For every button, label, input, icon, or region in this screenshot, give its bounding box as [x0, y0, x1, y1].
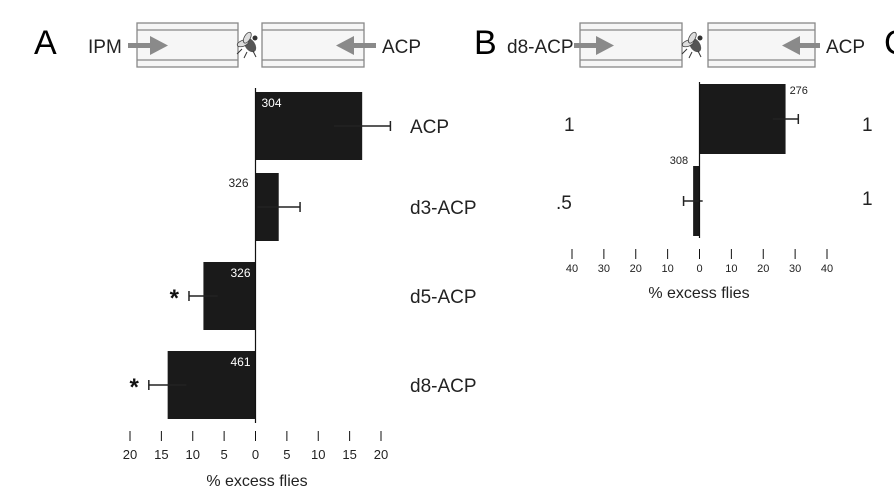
- panel-b-x-tick-label: 10: [662, 263, 674, 275]
- panel-a-x-tick-label: 5: [221, 447, 228, 462]
- panel-b-x-tick-label: 40: [566, 263, 578, 275]
- panel-a-error-bar-1: [333, 121, 392, 131]
- fly-icon: [681, 31, 703, 59]
- panel-b-x-tick-label: 40: [821, 263, 833, 275]
- panel-a-x-tick-label: 15: [342, 447, 356, 462]
- panel-a-x-axis-title: % excess flies: [206, 473, 307, 490]
- panel-b-n-label-1: 276: [790, 85, 808, 97]
- panel-a-category-label-2: d3-ACP: [410, 198, 477, 219]
- panel-a-error-bar-4: [148, 380, 187, 390]
- panel-b-arena-right-label: ACP: [826, 37, 865, 58]
- panel-a-x-tick-label: 10: [186, 447, 200, 462]
- panel-b-arena-left-label: d8-ACP: [507, 37, 574, 58]
- panel-b-bar-1: [699, 84, 786, 154]
- panel-b-left-arrow-icon: [574, 36, 614, 55]
- panel-b-x-axis-title: % excess flies: [648, 285, 749, 302]
- panel-a-x-tick-label: 0: [252, 447, 259, 462]
- panel-a-letter: A: [34, 24, 57, 62]
- panel-a-error-bar-2: [257, 202, 301, 212]
- panel-a-x-tick-label: 10: [311, 447, 325, 462]
- fly-icon: [236, 31, 258, 59]
- panel-b-bar-chart: 276 308 40 30 20 10 0 10 20 30 40: [566, 82, 833, 275]
- panel-a-x-tick-label: 20: [374, 447, 388, 462]
- panel-a-right-arrow-icon: [336, 36, 376, 55]
- panel-b-margin-number-1: 1: [564, 115, 575, 136]
- panel-b-x-tick-label: 20: [757, 263, 769, 275]
- panel-b-x-tick-label: 30: [598, 263, 610, 275]
- panel-b-margin-number-2: .5: [556, 193, 572, 214]
- significance-asterisk-icon: *: [129, 374, 139, 401]
- panel-b-x-tick-label: 20: [630, 263, 642, 275]
- panel-a-n-label-1: 304: [262, 96, 282, 110]
- panel-a-x-tick-label: 5: [283, 447, 290, 462]
- panel-b-n-label-2: 308: [670, 155, 688, 167]
- panel-a-n-label-4: 461: [230, 355, 250, 369]
- panel-a-n-label-3: 326: [230, 266, 250, 280]
- panel-a-left-arrow-icon: [128, 36, 168, 55]
- panel-a-category-label-4: d8-ACP: [410, 376, 477, 397]
- panel-a-category-label-1: ACP: [410, 117, 449, 138]
- panel-b-arena-diagram: d8-ACP ACP: [507, 22, 865, 68]
- significance-asterisk-icon: *: [170, 285, 180, 312]
- panel-b-letter: B: [474, 24, 497, 62]
- panel-b-error-bar-1: [772, 114, 800, 124]
- panel-c-letter: C: [884, 24, 894, 62]
- panel-b-x-tick-label: 30: [789, 263, 801, 275]
- panel-c-margin-number-2: 1: [862, 189, 873, 210]
- panel-a-x-tick-label: 15: [154, 447, 168, 462]
- panel-a-n-label-2: 326: [228, 176, 248, 190]
- panel-c-margin-number-1: 1: [862, 115, 873, 136]
- panel-b-x-tick-label: 10: [725, 263, 737, 275]
- panel-a-x-tick-label: 20: [123, 447, 137, 462]
- panel-b-right-arrow-icon: [782, 36, 820, 55]
- panel-a-category-label-3: d5-ACP: [410, 287, 477, 308]
- panel-b-x-tick-label: 0: [696, 263, 702, 275]
- panel-a-arena-diagram: IPM ACP: [88, 22, 421, 68]
- panel-a-arena-left-label: IPM: [88, 37, 122, 58]
- panel-a-error-bar-3: [188, 291, 218, 301]
- panel-a-arena-right-label: ACP: [382, 37, 421, 58]
